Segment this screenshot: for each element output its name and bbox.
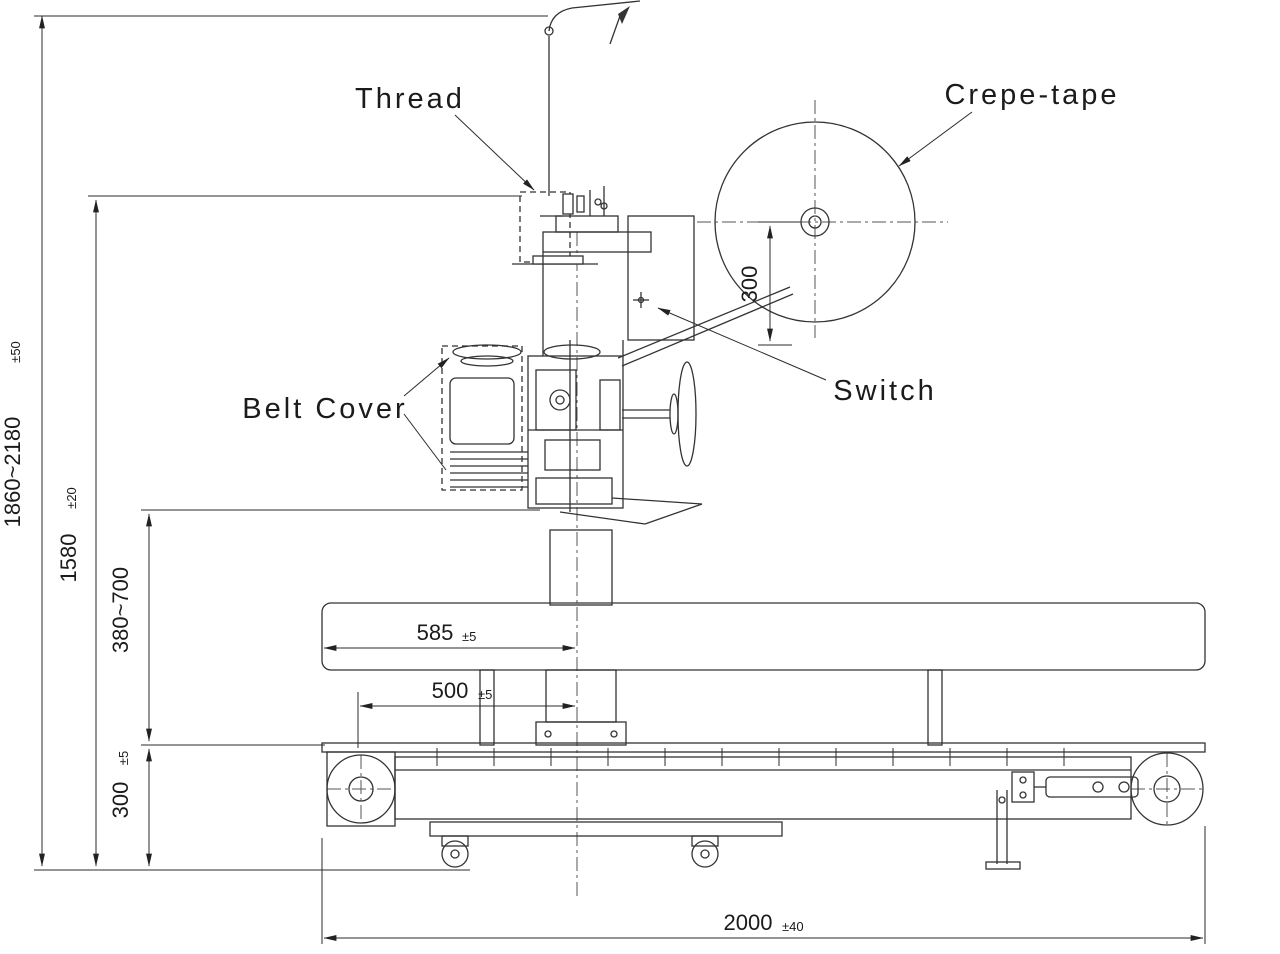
caster-right	[691, 835, 719, 868]
roll-axle	[808, 215, 822, 229]
dim-500-value: 500	[432, 678, 469, 703]
support-leg	[985, 790, 1021, 870]
caster-left	[441, 835, 469, 868]
crepe-tape-leader	[898, 111, 973, 167]
head-pulley	[543, 344, 601, 360]
thread-tension-unit	[512, 186, 608, 265]
head-top-block	[555, 215, 619, 233]
leg-foot	[985, 861, 1021, 870]
label-leaders	[403, 111, 973, 471]
dim-overall-height-value: 1860~2180	[0, 417, 25, 528]
motor	[449, 377, 515, 445]
column-base	[535, 721, 627, 746]
thread-label: Thread	[355, 83, 465, 115]
belt-cover-leader-top	[403, 357, 450, 397]
switch-knob	[637, 296, 645, 304]
thread-guide-flag	[618, 6, 630, 24]
dim-table-height-value: 380~700	[108, 567, 133, 653]
table-top	[321, 602, 1206, 671]
table-right-leg	[927, 669, 943, 746]
switch-arm	[617, 286, 794, 367]
dim-2000-value: 2000	[724, 910, 773, 935]
crepe-tape-label: Crepe-tape	[944, 79, 1119, 111]
belt-cover-outline	[441, 345, 523, 491]
conveyor-top-rail	[321, 742, 1206, 753]
dim-conveyor-height-value: 300	[108, 782, 133, 819]
center-lines	[327, 100, 1203, 898]
head-body	[527, 355, 624, 509]
dim-585-tol: ±5	[462, 629, 476, 644]
feed-funnel	[627, 215, 695, 341]
dim-2000-tol: ±40	[782, 919, 804, 934]
lower-column	[545, 669, 617, 723]
dim-overall-height-tol: ±50	[8, 341, 23, 363]
motor-pulley	[452, 344, 522, 360]
crepe-tape-roll	[714, 121, 916, 323]
bag-guide-plate	[559, 511, 646, 525]
thread-leader	[454, 114, 535, 191]
conveyor	[321, 742, 1206, 870]
conveyor-frame	[394, 756, 1132, 820]
right-roller	[1130, 752, 1204, 826]
sewing-head	[452, 215, 703, 525]
dimension-lines	[34, 15, 1206, 944]
dim-machine-height-tol: ±20	[64, 487, 79, 509]
roll-outer	[714, 121, 916, 323]
thread-stand	[544, 0, 641, 196]
dim-machine-height-value: 1580	[56, 534, 81, 583]
head-arm	[542, 231, 652, 253]
upper-column	[549, 529, 613, 606]
belt-cover-label: Belt Cover	[242, 393, 407, 425]
belt-cover-leader-bottom	[403, 413, 447, 471]
switch-leader	[657, 307, 827, 381]
roll-hub	[800, 207, 830, 237]
machine-column	[479, 529, 943, 746]
belt-cover-assembly	[441, 345, 528, 491]
work-table	[321, 602, 1206, 671]
dim-conveyor-height-tol: ±5	[116, 751, 131, 765]
switch-label: Switch	[833, 375, 936, 407]
caster-beam	[429, 821, 783, 837]
dim-roll-value: 300	[737, 266, 762, 303]
belt-tensioner	[1011, 771, 1139, 803]
dim-500-tol: ±5	[478, 687, 492, 702]
annotations: Thread Crepe-tape Belt Cover Switch 1860…	[0, 79, 1119, 935]
handwheel	[677, 361, 697, 467]
table-left-leg	[479, 669, 495, 746]
left-roller	[326, 754, 396, 824]
dim-585-value: 585	[417, 620, 454, 645]
